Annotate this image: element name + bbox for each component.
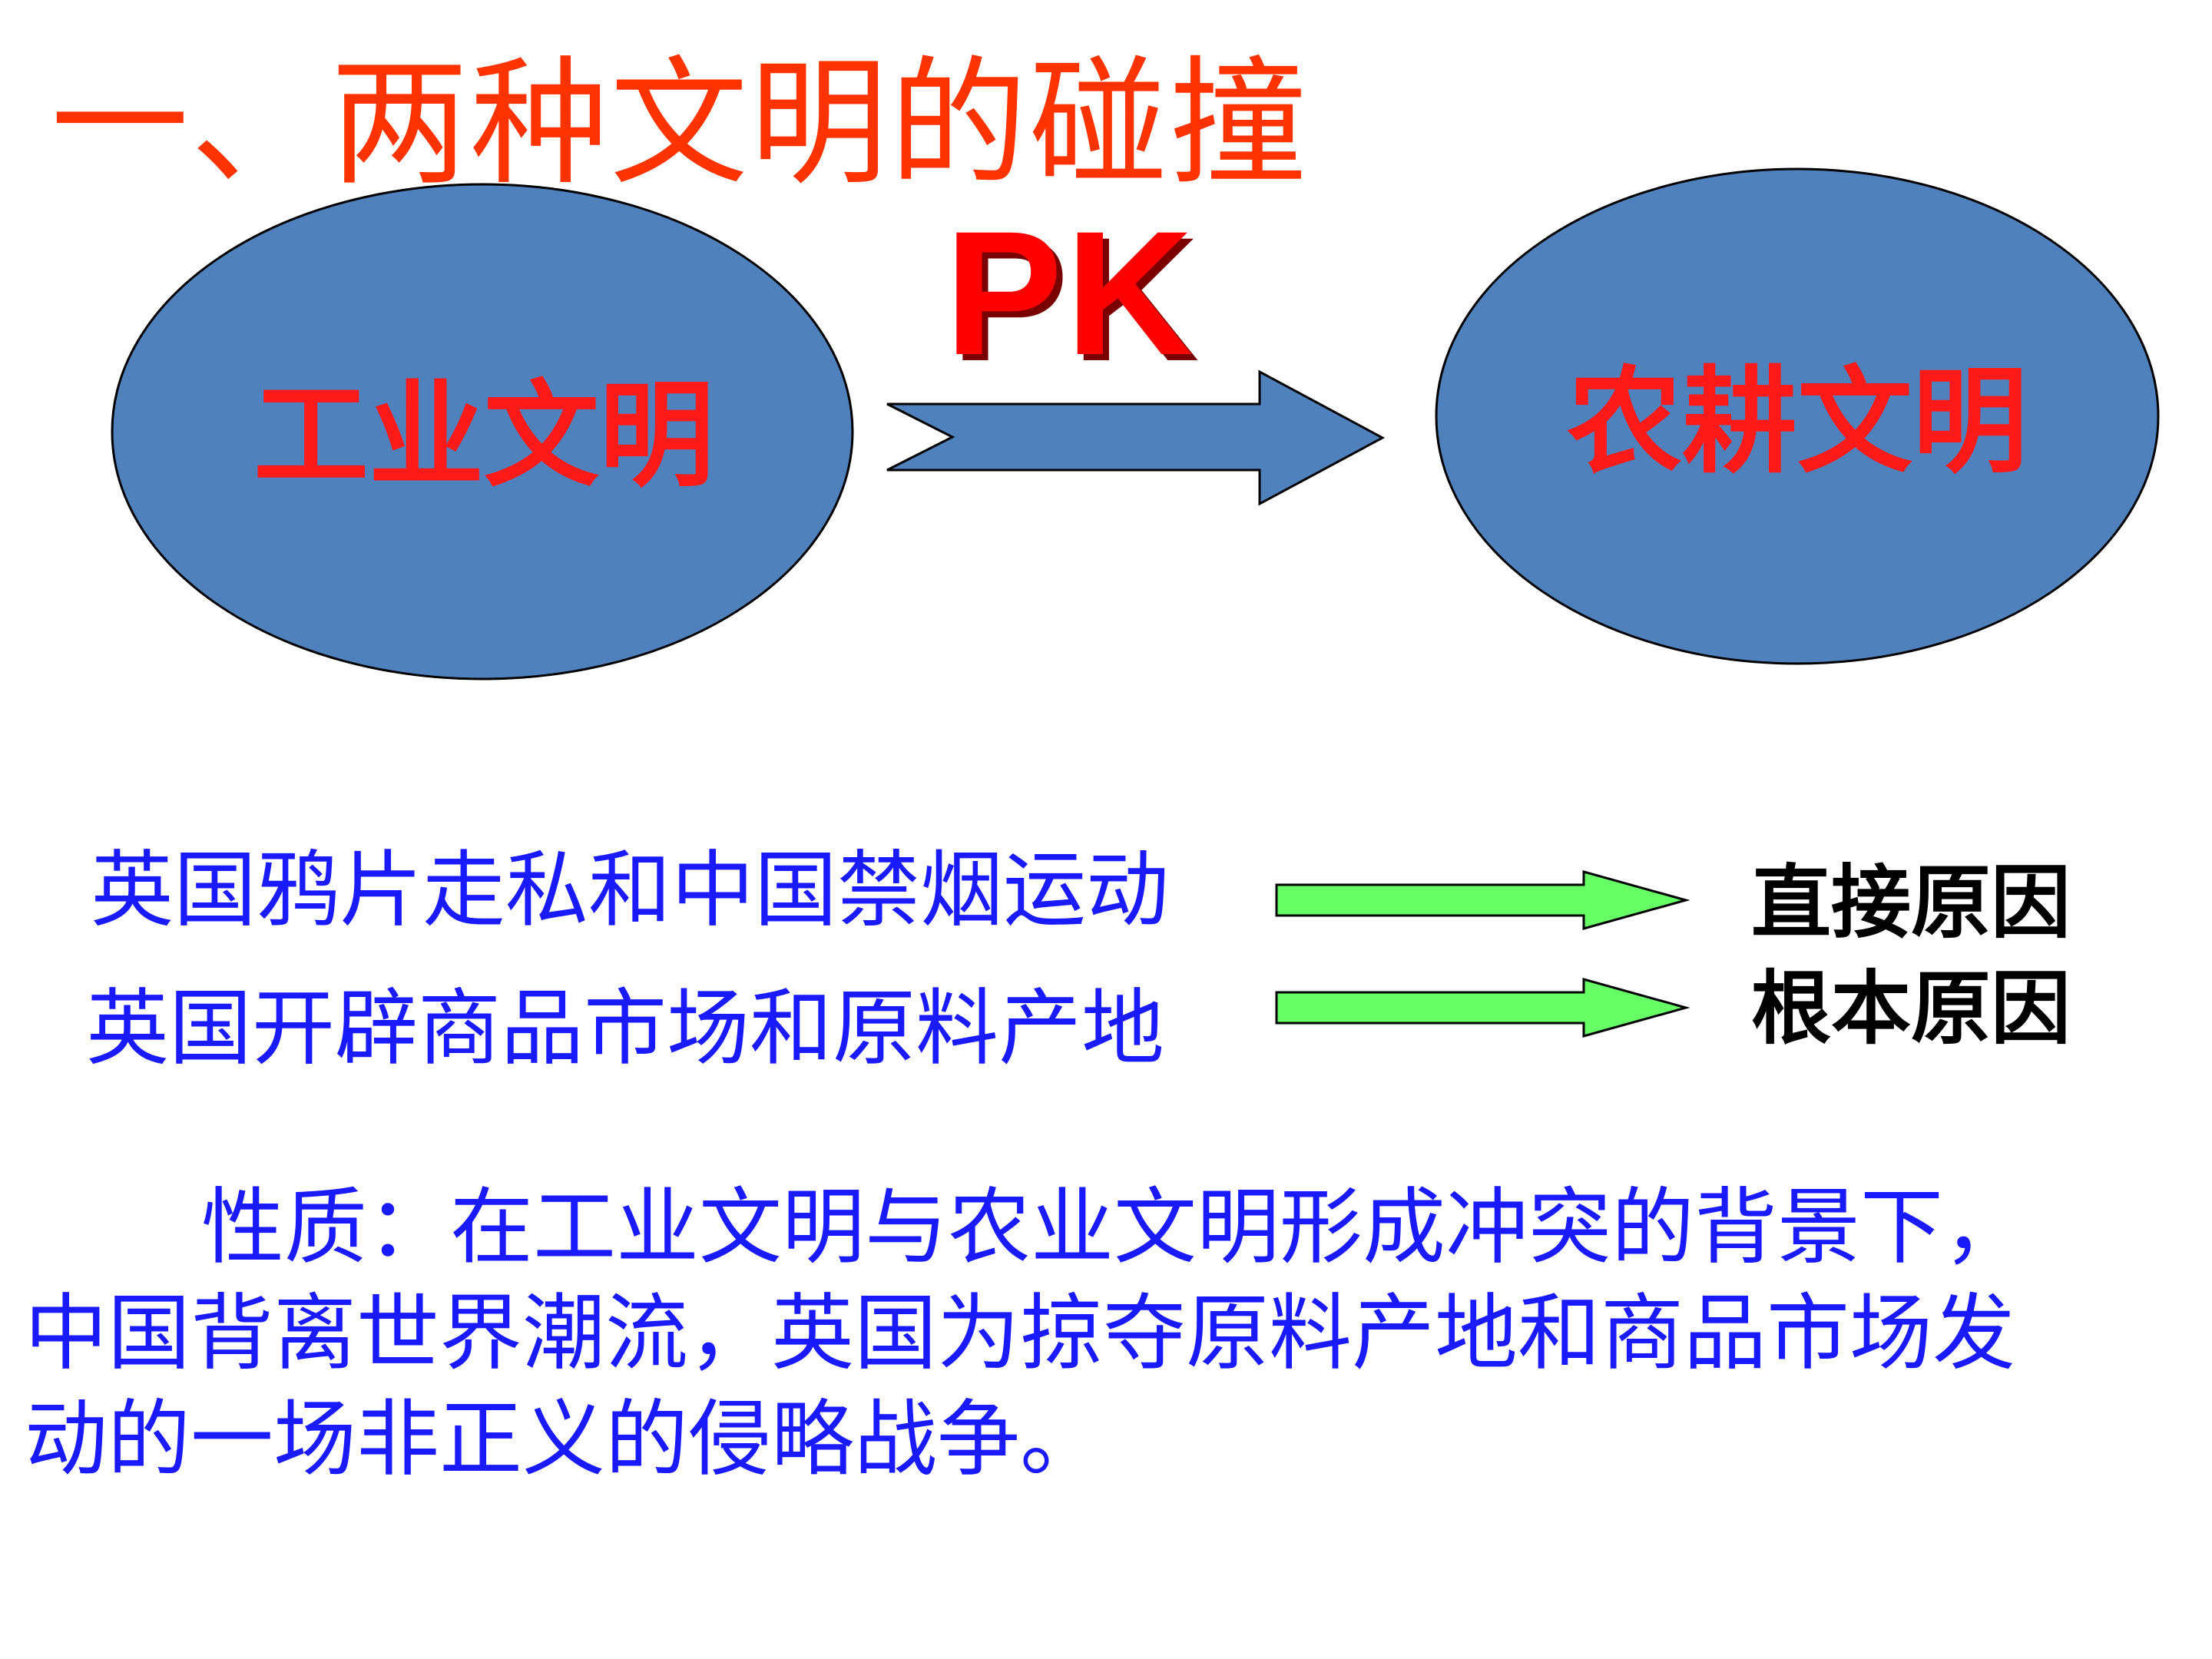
slide-title: 一、两种文明的碰撞 [51, 44, 1310, 204]
root-cause-label: 根本原因 [1751, 962, 2071, 1055]
summary-line-1: 性质：在工业文明与农业文明形成冲突的背景下， [201, 1180, 2027, 1276]
summary-line-2: 中国背离世界潮流，英国为掠夺原料产地和商品市场发 [25, 1286, 2016, 1382]
industrial-civilization-ellipse [111, 183, 854, 680]
root-cause-arrow [1275, 978, 1690, 1038]
industrial-civilization-label: 工业文明 [253, 369, 715, 503]
agricultural-civilization-ellipse [1435, 167, 2160, 665]
direct-cause-text: 英国鸦片走私和中国禁烟运动 [91, 843, 1170, 939]
summary-line-3: 动的一场非正义的侵略战争。 [25, 1392, 1104, 1488]
root-cause-text: 英国开辟商品市场和原料产地 [86, 981, 1165, 1077]
pk-label: PK [945, 194, 1197, 392]
direct-cause-label: 直接原因 [1751, 856, 2071, 949]
direct-cause-arrow [1275, 870, 1690, 930]
agricultural-civilization-label: 农耕文明 [1567, 356, 2028, 489]
pk-arrow [886, 369, 1386, 506]
war-nature-summary: 性质：在工业文明与农业文明形成冲突的背景下， 中国背离世界潮流，英国为掠夺原料产… [25, 1175, 2114, 1493]
